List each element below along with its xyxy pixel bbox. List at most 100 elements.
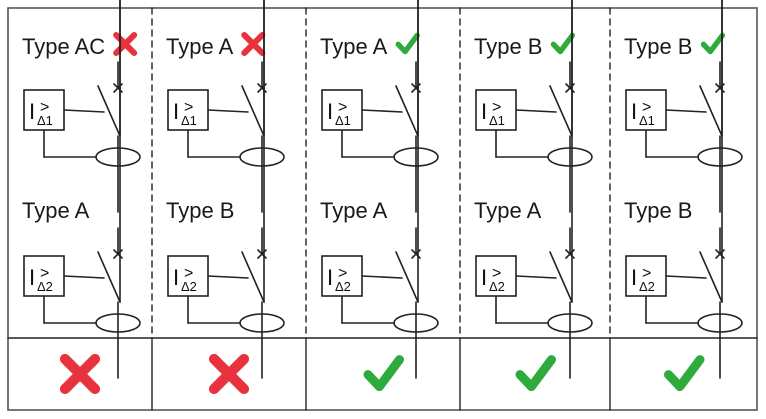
lower-type-label: Type B: [624, 198, 692, 223]
rcd-symbol: I: [481, 99, 487, 124]
rcd-arrow: >: [40, 99, 49, 116]
check-icon: [395, 32, 420, 55]
outer-border: [7, 7, 758, 411]
lower-type-label: Type A: [474, 198, 542, 223]
trip-link: [207, 109, 249, 113]
rcd-box: [23, 255, 65, 297]
trip-link: [665, 275, 707, 279]
switch-blade: [549, 251, 573, 303]
rcd-symbol: I: [631, 265, 637, 290]
rcd-subscript: Δ1: [335, 113, 351, 128]
trip-link: [515, 275, 557, 279]
check-icon: [700, 32, 726, 55]
rcd-subscript: Δ1: [639, 113, 655, 128]
cross-icon: [59, 353, 101, 395]
trip-link: [361, 275, 403, 279]
rcd-arrow: >: [40, 265, 49, 282]
rcd-arrow: >: [492, 265, 501, 282]
rcd-box: [321, 89, 363, 131]
upper-type-label: Type B: [474, 34, 542, 59]
upper-type-label: Type B: [624, 34, 692, 59]
rcd-box: [167, 89, 209, 131]
lower-type-label: Type B: [166, 198, 234, 223]
rcd-arrow: >: [642, 265, 651, 282]
check-icon: [550, 32, 576, 55]
rcd-subscript: Δ2: [489, 279, 505, 294]
rcd-arrow: >: [492, 99, 501, 116]
upper-type-label: Type A: [166, 34, 234, 59]
check-icon: [664, 355, 705, 392]
switch-blade: [699, 85, 723, 137]
rcd-subscript: Δ2: [335, 279, 351, 294]
rcd-box: [167, 255, 209, 297]
rcd-arrow: >: [338, 99, 347, 116]
switch-blade: [395, 85, 419, 137]
cross-icon: [241, 31, 266, 57]
rcd-arrow: >: [184, 99, 193, 116]
trip-link: [207, 275, 249, 279]
rcd-arrow: >: [642, 99, 651, 116]
check-icon: [363, 355, 404, 392]
rcd-box: [625, 255, 667, 297]
lower-type-label: Type A: [320, 198, 388, 223]
rcd-subscript: Δ2: [181, 279, 197, 294]
circuit-lower: I Δ2 >: [321, 0, 439, 379]
rcd-subscript: Δ1: [489, 113, 505, 128]
rcd-box: [625, 89, 667, 131]
switch-blade: [549, 85, 573, 137]
switch-blade: [699, 251, 723, 303]
rcd-box: [321, 255, 363, 297]
trip-link: [361, 109, 403, 113]
rcd-symbol: I: [173, 99, 179, 124]
upper-type-label: Type AC: [22, 34, 105, 59]
upper-type-label: Type A: [320, 34, 388, 59]
rcd-subscript: Δ1: [37, 113, 53, 128]
rcd-subscript: Δ1: [181, 113, 197, 128]
trip-link: [63, 275, 105, 279]
rcd-symbol: I: [481, 265, 487, 290]
rcd-box: [475, 255, 517, 297]
cross-icon: [113, 31, 138, 57]
rcd-symbol: I: [327, 99, 333, 124]
switch-blade: [241, 251, 265, 303]
rcd-subscript: Δ2: [639, 279, 655, 294]
table-frame: [7, 7, 758, 411]
switch-blade: [395, 251, 419, 303]
lower-type-label: Type A: [22, 198, 90, 223]
rcd-symbol: I: [631, 99, 637, 124]
cross-icon: [208, 353, 250, 395]
switch-blade: [97, 251, 121, 303]
trip-link: [63, 109, 105, 113]
rcd-symbol: I: [173, 265, 179, 290]
rcd-subscript: Δ2: [37, 279, 53, 294]
trip-link: [515, 109, 557, 113]
rcd-symbol: I: [29, 99, 35, 124]
rcd-box: [475, 89, 517, 131]
rcd-arrow: >: [184, 265, 193, 282]
switch-blade: [97, 85, 121, 137]
switch-blade: [241, 85, 265, 137]
